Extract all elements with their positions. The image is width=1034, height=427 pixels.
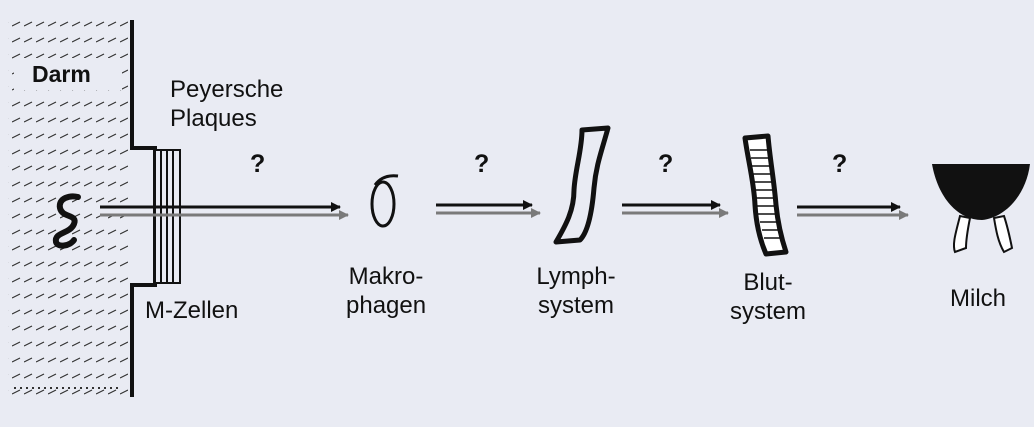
lymph-line2: system <box>526 291 626 320</box>
blut-line2: system <box>718 297 818 326</box>
blut-line1: Blut- <box>718 268 818 297</box>
peyersche-plaques-label: Peyersche Plaques <box>170 75 283 133</box>
arrow-blood-to-milk <box>797 207 908 215</box>
blood-vessel-icon <box>745 136 786 254</box>
question-mark-1: ? <box>250 150 265 179</box>
question-mark-4: ? <box>832 150 847 179</box>
question-mark-2: ? <box>474 150 489 179</box>
lymph-line1: Lymph- <box>526 262 626 291</box>
m-zellen-label: M-Zellen <box>145 296 238 325</box>
blutsystem-label: Blut- system <box>718 268 818 326</box>
peyersche-line1: Peyersche <box>170 75 283 104</box>
peyersche-line2: Plaques <box>170 104 283 133</box>
arrow-lymph-to-blood <box>622 205 728 213</box>
udder-icon <box>932 164 1030 252</box>
makrophagen-line1: Makro- <box>346 262 426 291</box>
arrow-macrophage-to-lymph <box>436 205 540 213</box>
makrophagen-line2: phagen <box>346 291 426 320</box>
macrophage-icon <box>372 176 398 226</box>
question-mark-3: ? <box>658 150 673 179</box>
darm-label: Darm <box>32 60 91 89</box>
lymph-vessel-icon <box>556 128 608 242</box>
arrow-gut-to-macrophage <box>100 207 348 215</box>
lymphsystem-label: Lymph- system <box>526 262 626 320</box>
makrophagen-label: Makro- phagen <box>346 262 426 320</box>
milch-label: Milch <box>950 284 1006 313</box>
